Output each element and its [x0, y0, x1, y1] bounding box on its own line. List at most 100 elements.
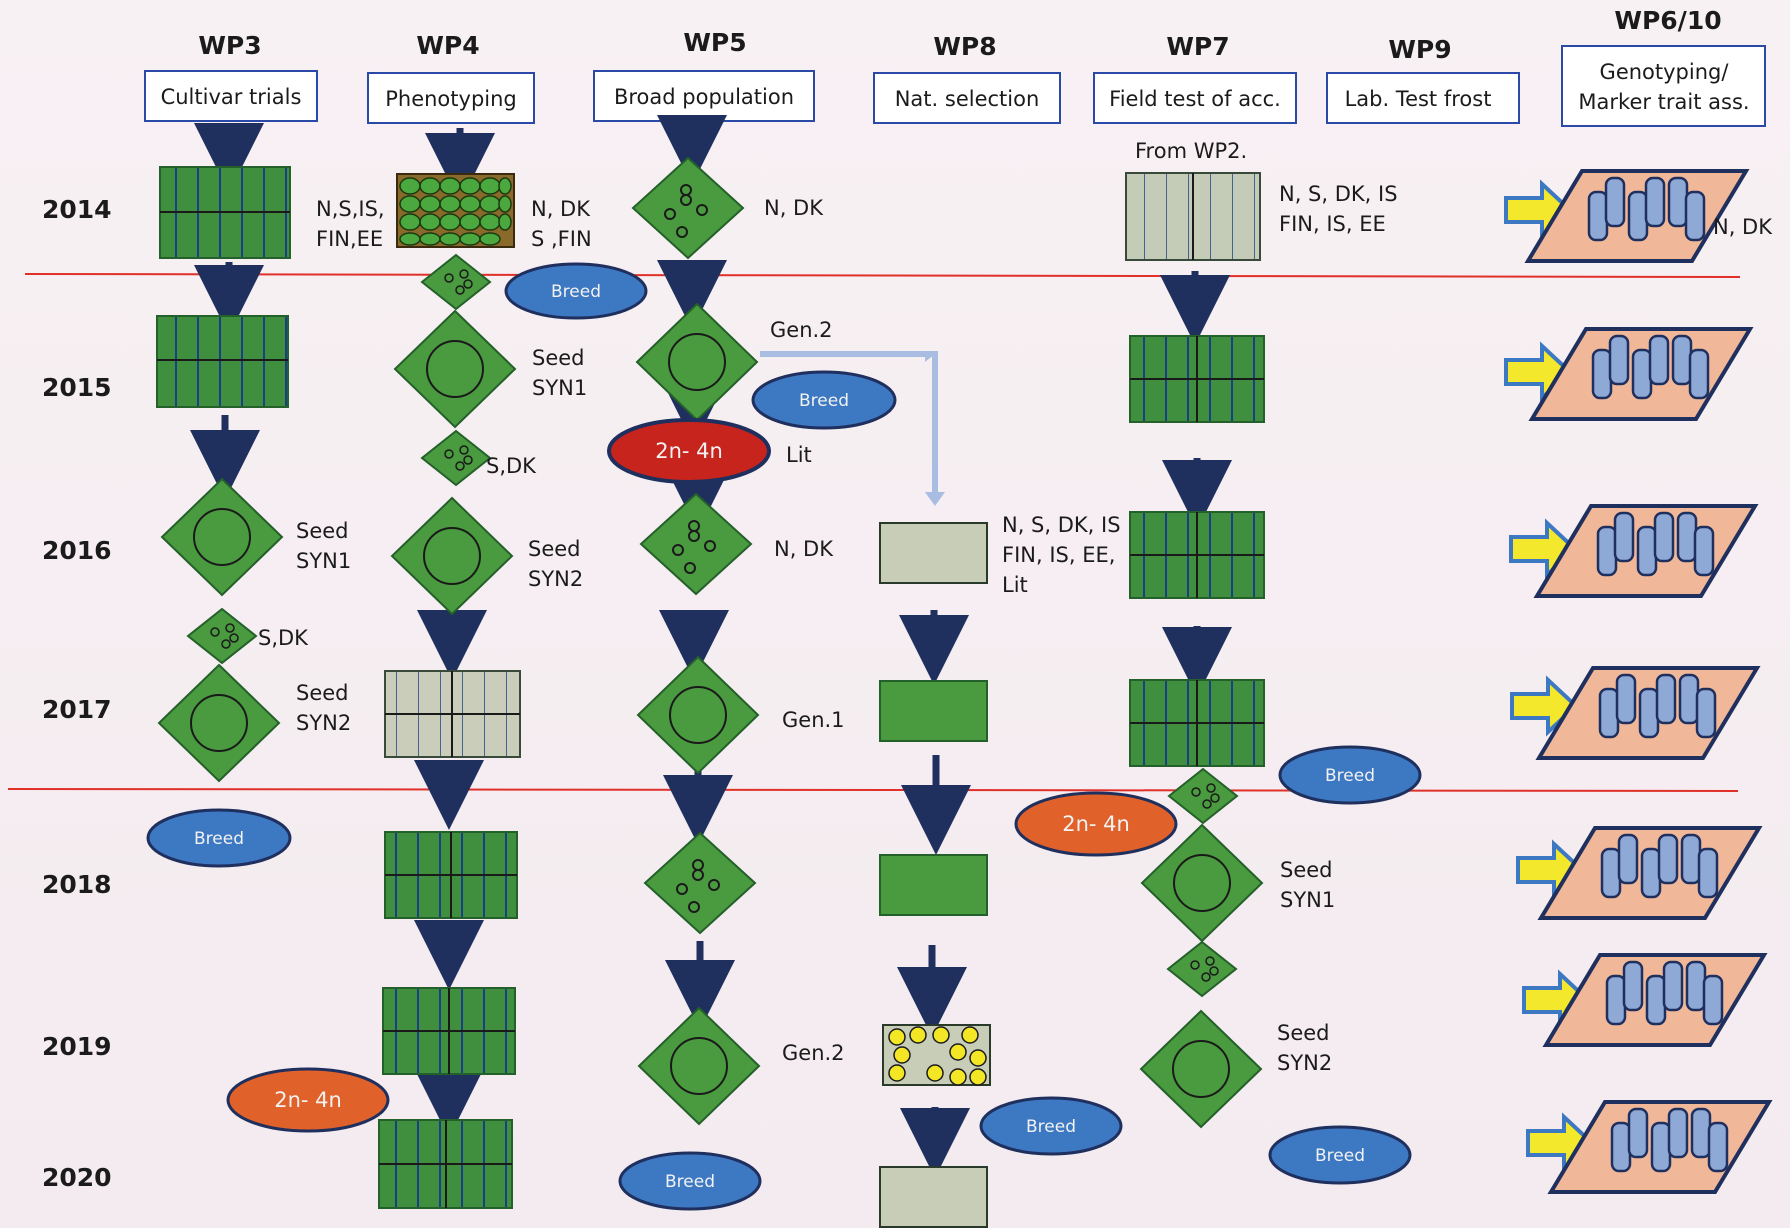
wp4-seed-label: Seed [532, 346, 585, 370]
wp5-diamond-2017 [637, 656, 759, 774]
wp5-population-diamond-2016 [640, 493, 752, 595]
wp8-box-label: Nat. selection [895, 87, 1040, 111]
wp5-lit-label: Lit [786, 443, 812, 467]
year-2016: 2016 [42, 536, 112, 565]
wp4-pot-tray-2014 [396, 173, 515, 248]
year-2017: 2017 [42, 695, 112, 724]
wp8-grey-plot-2020 [879, 1166, 988, 1228]
header-wp8: WP8 Nat. selection [873, 32, 1061, 124]
wp610-genotyping-row-2014: N, DK [1504, 169, 1773, 263]
wp7-syn1-label: SYN1 [1280, 888, 1335, 912]
wp4-2014-countries: N, DK [531, 197, 591, 221]
breed-oval: Breed [1268, 1125, 1412, 1185]
wp610-genotyping-row-2019 [1522, 953, 1766, 1047]
wp5-population-diamond-2018 [644, 832, 756, 934]
wp3-syn1-label: SYN1 [296, 549, 351, 573]
wp8-grey-plot-2016 [879, 522, 988, 584]
genotyping-cylinder-group-icon [1539, 826, 1761, 920]
wp3-seed-diamond-syn2 [158, 664, 280, 782]
breed-oval: Breed [618, 1151, 762, 1211]
wp5-gen2-label: Gen.2 [770, 318, 833, 342]
wp7-from-label: From WP2. [1135, 139, 1247, 163]
wp3-field-plot-2015 [156, 315, 289, 408]
polyploid-oval: 2n- 4n [226, 1067, 390, 1133]
breed-oval: Breed [751, 370, 897, 430]
year-2019: 2019 [42, 1032, 112, 1061]
wp3-box-label: Cultivar trials [161, 85, 302, 109]
polyploid-label: 2n- 4n [655, 439, 723, 463]
header-wp5: WP5 Broad population [593, 28, 815, 122]
wp8-green-plot-2018 [879, 854, 988, 916]
wp610-genotyping-row-2015 [1504, 327, 1752, 421]
wp7-title: WP7 [1166, 32, 1229, 61]
wp3-seed-label-2: Seed [296, 681, 349, 705]
polyploid-oval: 2n- 4n [607, 418, 771, 484]
phase-divider-line [7, 788, 1739, 792]
wp610-2014-countries: N, DK [1713, 215, 1773, 239]
breed-label: Breed [665, 1172, 715, 1192]
wp7-syn2-label: SYN2 [1277, 1051, 1332, 1075]
header-wp610: WP6/10 Genotyping/ Marker trait ass. [1561, 6, 1766, 127]
wp7-small-diamond-2 [1167, 941, 1237, 997]
wp4-small-diamond-2 [421, 430, 491, 486]
breed-label: Breed [1315, 1146, 1365, 1166]
wp8-2016-countries-3: Lit [1002, 573, 1028, 597]
wp7-seed-label-2: Seed [1277, 1021, 1330, 1045]
wp4-sdk-label: S,DK [486, 454, 537, 478]
wp5-gen2-label-bottom: Gen.2 [782, 1041, 845, 1065]
wp3-title: WP3 [198, 31, 261, 60]
genotyping-cylinder-group-icon [1544, 953, 1766, 1047]
wp5-population-diamond-2014 [632, 157, 744, 259]
header-wp3: WP3 Cultivar trials [144, 31, 318, 122]
wp9-title: WP9 [1388, 35, 1451, 64]
wp4-seed-label-2: Seed [528, 537, 581, 561]
flow-arrows [190, 115, 1232, 1178]
wp7-box-label: Field test of acc. [1109, 87, 1281, 111]
wp4-seed-diamond-syn1 [394, 310, 516, 428]
wp7-2014-countries-2: FIN, IS, EE [1279, 212, 1386, 236]
wp3-small-diamond [187, 608, 257, 664]
year-2015: 2015 [42, 373, 112, 402]
header-wp4: WP4 Phenotyping [367, 31, 535, 124]
year-2018: 2018 [42, 870, 112, 899]
wp5-2016-countries: N, DK [774, 537, 834, 561]
wp3-2014-countries: N,S,IS, [316, 197, 385, 221]
breed-label: Breed [1325, 766, 1375, 786]
wp9-box-label: Lab. Test frost [1345, 87, 1492, 111]
wp5-2014-countries: N, DK [764, 196, 824, 220]
polyploid-label: 2n- 4n [274, 1088, 342, 1112]
breed-label: Breed [799, 391, 849, 411]
wp4-box-label: Phenotyping [385, 87, 517, 111]
genotyping-cylinder-group-icon [1530, 327, 1752, 421]
wp610-box-line1: Genotyping/ [1600, 60, 1730, 84]
phase-divider-line [24, 273, 1741, 278]
wp8-green-plot-2017 [879, 680, 988, 742]
wp4-seed-diamond-syn2 [391, 497, 513, 615]
wp7-seed-label: Seed [1280, 858, 1333, 882]
breed-label: Breed [1026, 1117, 1076, 1137]
polyploid-label: 2n- 4n [1062, 812, 1130, 836]
wp5-gen1-label: Gen.1 [782, 708, 845, 732]
wp8-title: WP8 [933, 32, 996, 61]
wp610-genotyping-row-2017 [1510, 666, 1759, 760]
wp3-syn2-label: SYN2 [296, 711, 351, 735]
wp5-title: WP5 [683, 28, 746, 57]
wp610-genotyping-row-2018 [1516, 826, 1761, 920]
breed-oval: Breed [1278, 745, 1422, 805]
header-wp9: WP9 Lab. Test frost [1326, 35, 1520, 124]
breed-oval: Breed [979, 1096, 1123, 1156]
header-wp7: WP7 Field test of acc. [1093, 32, 1297, 124]
wp610-box-line2: Marker trait ass. [1578, 90, 1749, 114]
wp5-diamond-2015 [636, 303, 758, 421]
wp4-title: WP4 [416, 31, 479, 60]
wp7-seed-diamond-syn2 [1140, 1010, 1262, 1128]
breed-label: Breed [194, 829, 244, 849]
genotyping-cylinder-group-icon [1535, 504, 1757, 598]
year-labels: 2014 2015 2016 2017 2018 2019 2020 [42, 195, 112, 1192]
polyploid-oval: 2n- 4n [1014, 791, 1178, 857]
wp3-seed-diamond-syn1 [161, 478, 283, 596]
wp8-seed-plot-2019 [882, 1024, 991, 1086]
wp610-genotyping-row-2020 [1526, 1100, 1771, 1194]
